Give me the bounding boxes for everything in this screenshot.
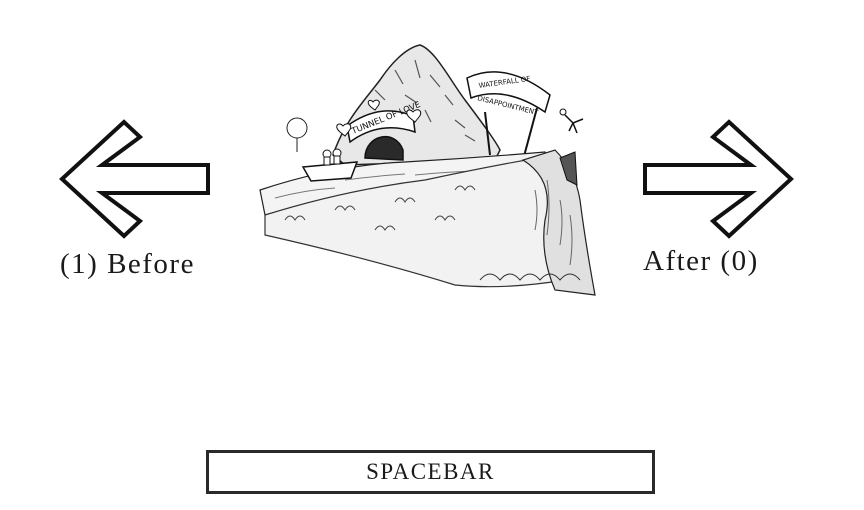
cartoon-illustration: TUNNEL OF LOVE WATERFALL OF DISAPPOINTME…: [255, 40, 610, 300]
tunnel-opening: [364, 135, 404, 161]
tree: [286, 117, 308, 152]
after-label: After (0): [643, 245, 759, 277]
left-arrow-icon: [59, 119, 210, 239]
boat-with-couple: [301, 148, 359, 182]
falling-boat: [559, 151, 578, 186]
right-arrow-icon: [643, 119, 794, 239]
spacebar-button[interactable]: SPACEBAR: [206, 450, 655, 494]
next-arrow-button[interactable]: [641, 118, 795, 240]
previous-arrow-button[interactable]: [58, 118, 212, 240]
before-label: (1) Before: [60, 248, 195, 280]
falling-figure: [564, 114, 584, 134]
waterfall-of-disappointment-sign: WATERFALL OF DISAPPOINTMENT: [466, 71, 551, 161]
